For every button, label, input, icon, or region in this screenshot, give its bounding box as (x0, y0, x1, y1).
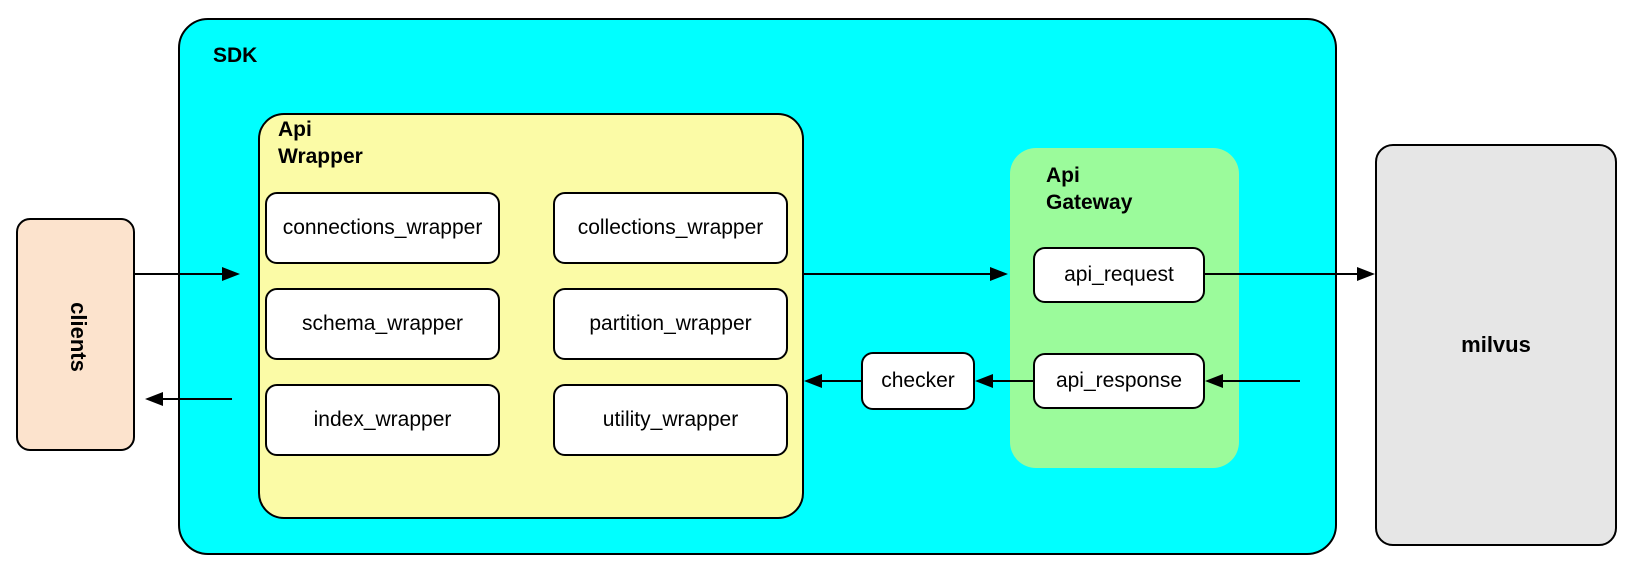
module-collections-wrapper[interactable]: collections_wrapper (553, 192, 788, 264)
module-schema-wrapper[interactable]: schema_wrapper (265, 288, 500, 360)
connector-clients-to-api-wrapper (135, 267, 240, 281)
module-connections-wrapper[interactable]: connections_wrapper (265, 192, 500, 264)
connector-api-request-to-milvus (1205, 267, 1375, 281)
connector-api-wrapper-to-clients (145, 392, 232, 406)
api-wrapper-container-label: Api Wrapper (278, 118, 363, 168)
module-utility-wrapper[interactable]: utility_wrapper (553, 384, 788, 456)
connector-milvus-to-api-response (1205, 374, 1300, 388)
connector-api-response-to-checker (975, 374, 1033, 388)
node-api-response[interactable]: api_response (1033, 353, 1205, 409)
api-gateway-container[interactable] (1010, 148, 1239, 468)
checker-node[interactable]: checker (861, 352, 975, 410)
milvus-node[interactable]: milvus (1375, 144, 1617, 546)
connector-api-wrapper-to-api-gateway (804, 267, 1008, 281)
module-index-wrapper[interactable]: index_wrapper (265, 384, 500, 456)
module-partition-wrapper[interactable]: partition_wrapper (553, 288, 788, 360)
clients-node[interactable]: clients (16, 218, 135, 451)
node-api-request[interactable]: api_request (1033, 247, 1205, 303)
milvus-node-label: milvus (1461, 332, 1531, 357)
api-gateway-container-label: Api Gateway (1046, 164, 1133, 214)
connector-checker-to-api-wrapper (804, 374, 861, 388)
sdk-container-label: SDK (213, 44, 258, 67)
